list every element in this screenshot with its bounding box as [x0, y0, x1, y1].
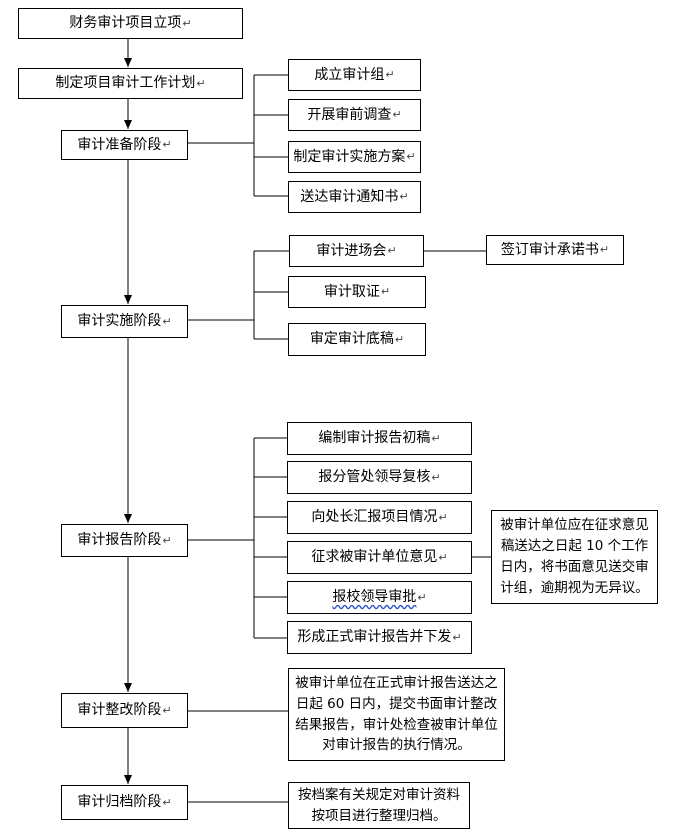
stage-label: 审计报告阶段 — [77, 532, 162, 549]
prep-step-implementation-plan: 制定审计实施方案↵ — [288, 141, 421, 173]
stage-label: 审计准备阶段 — [77, 136, 162, 153]
report-opinion-note: 被审计单位应在征求意见稿送达之日起 10 个工作日内，将书面意见送交审计组，逾期… — [491, 510, 658, 604]
prep-step-deliver-notice: 送达审计通知书↵ — [288, 181, 421, 213]
impl-step-entry-meeting: 审计进场会↵ — [289, 235, 424, 267]
report-step-solicit-opinion: 征求被审计单位意见↵ — [287, 541, 472, 574]
impl-step-working-papers: 审定审计底稿↵ — [288, 323, 426, 356]
impl-step-evidence: 审计取证↵ — [288, 276, 426, 308]
stage-implementation: 审计实施阶段↵ — [61, 305, 188, 338]
stage-label: 审计归档阶段 — [77, 794, 162, 811]
archiving-note: 按档案有关规定对审计资料按项目进行整理归档。 — [288, 782, 470, 829]
stage-label: 审计整改阶段 — [77, 702, 162, 719]
stage-project-initiation: 财务审计项目立项↵ — [18, 8, 243, 39]
report-step-review: 报分管处领导复核↵ — [287, 461, 472, 494]
prep-step-pre-investigation: 开展审前调查↵ — [288, 99, 421, 131]
report-step-draft: 编制审计报告初稿↵ — [287, 422, 472, 455]
prep-step-form-team: 成立审计组↵ — [288, 59, 421, 91]
stage-archiving: 审计归档阶段↵ — [61, 785, 188, 820]
stage-label: 财务审计项目立项 — [69, 15, 182, 32]
rectification-note: 被审计单位在正式审计报告送达之日起 60 日内，提交书面审计整改结果报告，审计处… — [288, 668, 505, 761]
stage-preparation: 审计准备阶段↵ — [61, 130, 188, 160]
stage-report: 审计报告阶段↵ — [61, 524, 188, 557]
stage-work-plan: 制定项目审计工作计划↵ — [18, 68, 243, 99]
stage-label: 制定项目审计工作计划 — [55, 75, 196, 92]
stage-rectification: 审计整改阶段↵ — [61, 693, 188, 728]
report-step-approval: 报校领导审批↵ — [287, 581, 472, 614]
stage-label: 审计实施阶段 — [77, 313, 162, 330]
report-step-brief-director: 向处长汇报项目情况↵ — [287, 501, 472, 534]
impl-side-commitment-letter: 签订审计承诺书↵ — [486, 235, 624, 265]
report-step-issue-final: 形成正式审计报告并下发↵ — [287, 621, 472, 654]
